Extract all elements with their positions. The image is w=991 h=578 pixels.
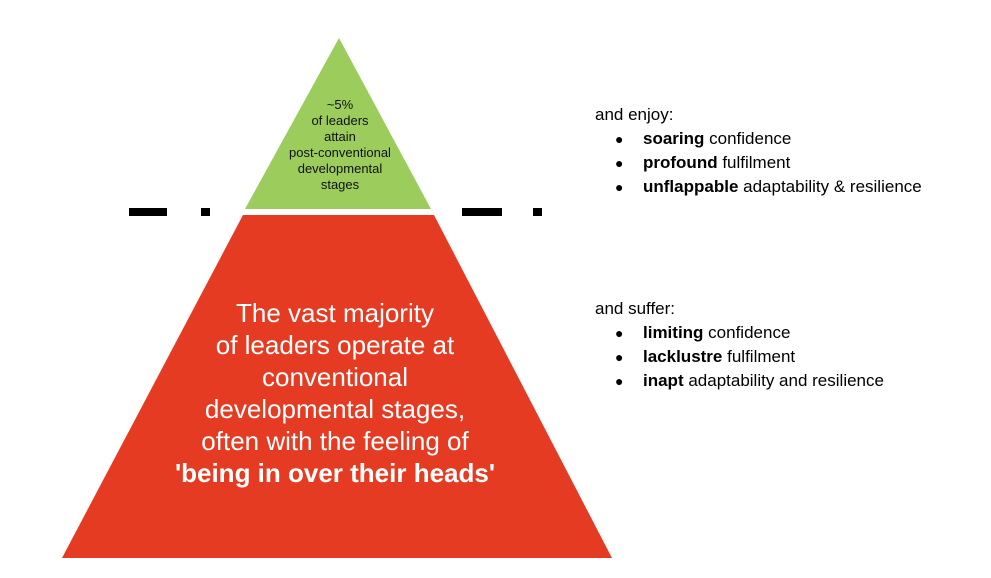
enjoy-list-block: and enjoy: ● soaring confidence ● profound…	[595, 103, 922, 199]
base-line: conventional	[262, 362, 408, 392]
tip-line: developmental	[297, 161, 383, 176]
bullet-icon: ●	[615, 155, 624, 171]
bullet-icon: ●	[615, 179, 624, 195]
base-line: The vast majority	[236, 298, 434, 328]
item-rest: adaptability and resilience	[683, 371, 884, 390]
list-item: ● lacklustre fulfilment	[595, 345, 884, 369]
pyramid-tip	[245, 38, 431, 209]
base-line: often with the feeling of	[201, 426, 469, 456]
divider-dash-left	[129, 208, 167, 216]
base-line: of leaders operate at	[215, 330, 455, 360]
bullet-icon: ●	[615, 325, 624, 341]
item-rest: adaptability & resilience	[738, 177, 922, 196]
tip-line: post-conventional	[289, 145, 391, 160]
suffer-intro: and suffer:	[595, 299, 676, 318]
divider-dash-right	[462, 208, 502, 216]
list-item: ● unflappable adaptability & resilience	[595, 175, 922, 199]
pyramid-base	[62, 215, 612, 558]
item-rest: confidence	[703, 323, 791, 342]
divider-dot-right	[533, 208, 542, 216]
enjoy-intro: and enjoy:	[595, 105, 674, 124]
base-label: The vast majority of leaders operate at …	[120, 297, 550, 489]
bullet-icon: ●	[615, 349, 624, 365]
suffer-list-block: and suffer: ● limiting confidence ● lacklu…	[595, 297, 884, 393]
base-emphasis: 'being in over their heads'	[174, 458, 496, 488]
tip-line: attain	[324, 129, 356, 144]
tip-label: ~5% of leaders attain post-conventional …	[255, 97, 425, 193]
item-rest: fulfilment	[717, 153, 791, 172]
item-bold: unflappable	[643, 177, 739, 196]
divider-dot-left	[201, 208, 210, 216]
item-rest: fulfilment	[722, 347, 796, 366]
enjoy-list: ● soaring confidence ● profound fulfilment…	[595, 127, 922, 199]
item-bold: profound	[643, 153, 718, 172]
list-item: ● soaring confidence	[595, 127, 922, 151]
item-bold: inapt	[643, 371, 684, 390]
tip-line: of leaders	[311, 113, 369, 128]
base-line: developmental stages,	[204, 394, 466, 424]
bullet-icon: ●	[615, 131, 624, 147]
item-bold: soaring	[643, 129, 705, 148]
tip-line: stages	[320, 177, 360, 192]
bullet-icon: ●	[615, 373, 624, 389]
list-item: ● profound fulfilment	[595, 151, 922, 175]
suffer-list: ● limiting confidence ● lacklustre fulfilm…	[595, 321, 884, 393]
list-item: ● limiting confidence	[595, 321, 884, 345]
tip-line: ~5%	[326, 97, 354, 112]
item-bold: lacklustre	[643, 347, 723, 366]
list-item: ● inapt adaptability and resilience	[595, 369, 884, 393]
item-bold: limiting	[643, 323, 704, 342]
item-rest: confidence	[704, 129, 792, 148]
